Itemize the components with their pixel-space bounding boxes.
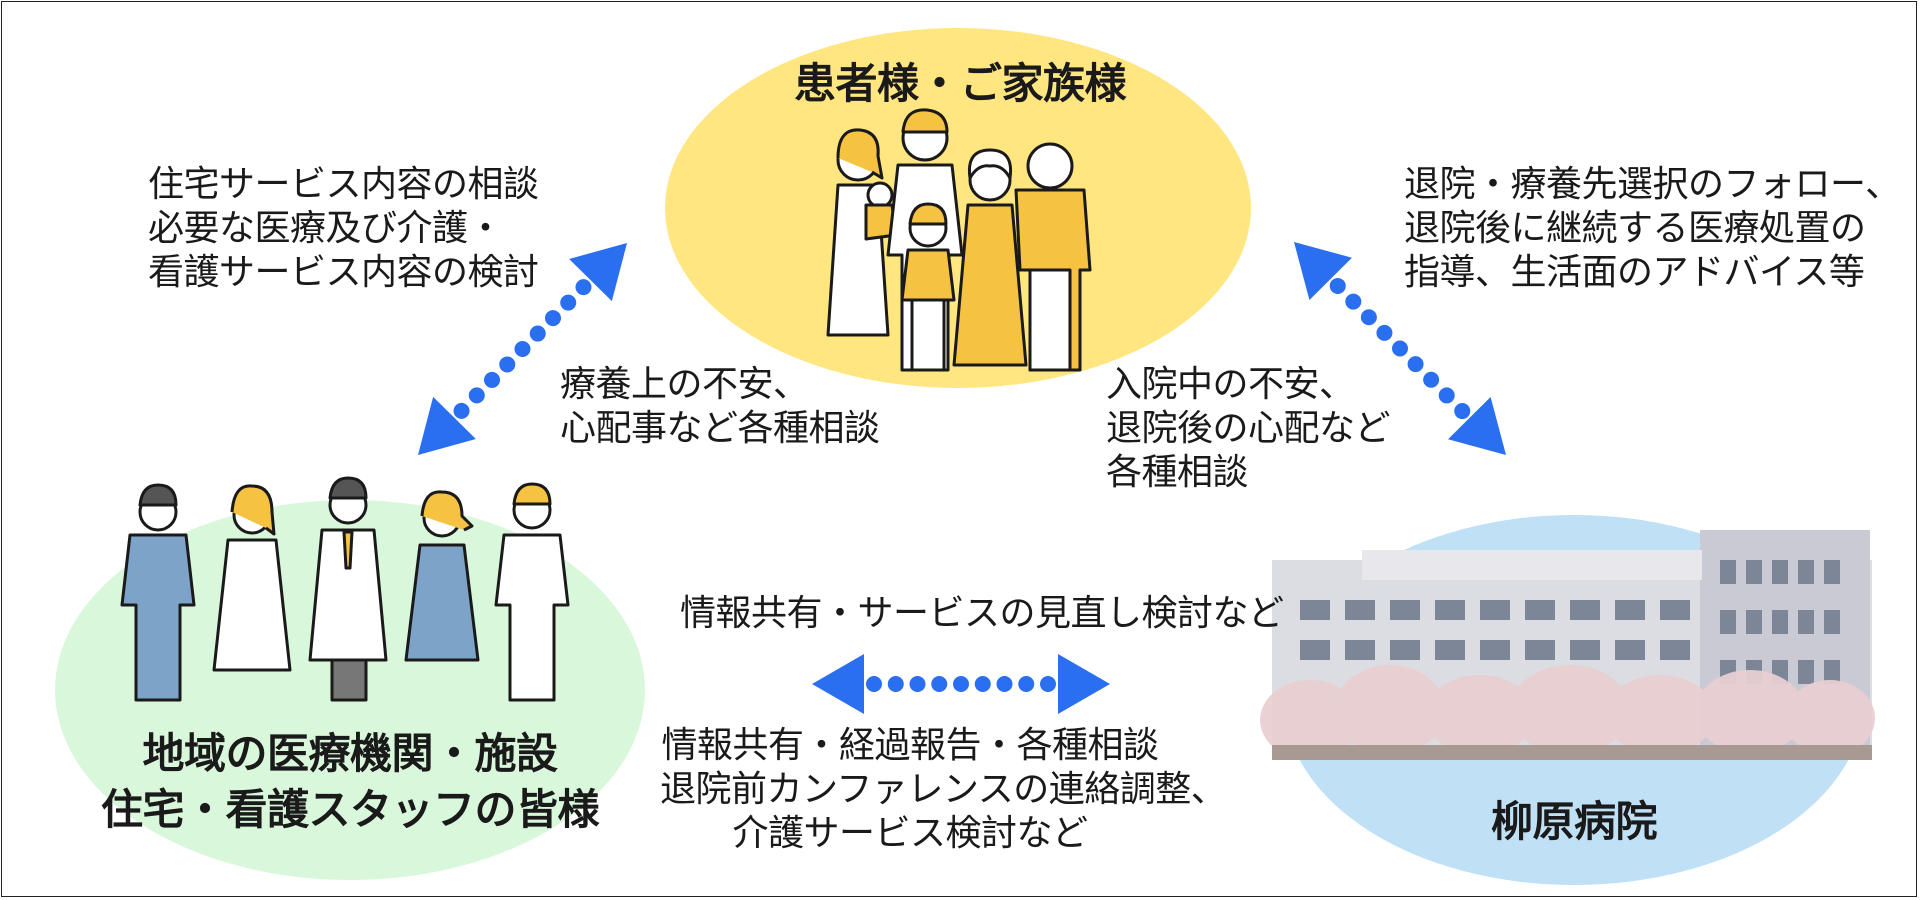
inner-right-line-3: 各種相談 <box>1106 452 1249 493</box>
arrow-dot <box>887 676 904 692</box>
community-title: 地域の医療機関・施設 住宅・看護スタッフの皆様 <box>80 726 620 838</box>
inner-right-line-2: 退院後の心配など <box>1106 408 1391 449</box>
arrow-dot <box>544 310 561 327</box>
bottom-bottom-line-2: 退院前カンファレンスの連絡調整、 <box>660 769 1227 810</box>
family-illustration-icon <box>826 108 1092 372</box>
community-title-line-1: 地域の医療機関・施設 <box>142 729 558 778</box>
arrow-patients-hospital-icon <box>1294 242 1506 455</box>
inner-left-line-2: 心配事など各種相談 <box>560 408 880 449</box>
arrow-dot <box>575 279 592 296</box>
arrow-head <box>1448 396 1506 455</box>
top-left-line-2: 必要な医療及び介護・ <box>148 208 504 249</box>
inner-right-label: 入院中の不安、 退院後の心配など 各種相談 <box>1106 363 1391 495</box>
arrow-dot <box>1360 309 1377 326</box>
top-left-line-1: 住宅サービス内容の相談 <box>148 164 539 205</box>
arrow-community-hospital-icon <box>812 654 1110 714</box>
community-title-line-2: 住宅・看護スタッフの皆様 <box>100 785 600 834</box>
inner-left-label: 療養上の不安、 心配事など各種相談 <box>560 363 880 451</box>
hospital-building-photo-icon <box>1260 530 1875 760</box>
arrow-dot <box>1392 340 1408 357</box>
arrow-dot <box>1376 324 1393 341</box>
arrow-dot <box>866 676 882 692</box>
top-right-line-3: 指導、生活面のアドバイス等 <box>1404 252 1865 293</box>
arrow-dot <box>1438 387 1455 404</box>
arrow-head <box>418 396 476 455</box>
arrow-dot <box>996 676 1013 692</box>
top-right-line-1: 退院・療養先選択のフォロー、 <box>1404 164 1901 205</box>
arrow-patients-community-icon <box>418 243 627 455</box>
arrow-dot <box>1454 403 1471 420</box>
bottom-bottom-line-1: 情報共有・経過報告・各種相談 <box>661 725 1159 766</box>
inner-right-line-1: 入院中の不安、 <box>1106 364 1355 405</box>
arrow-dot <box>1345 293 1362 310</box>
top-left-label: 住宅サービス内容の相談 必要な医療及び介護・ 看護サービス内容の検討 <box>148 163 539 295</box>
arrow-dot <box>514 341 531 357</box>
arrow-head <box>1294 242 1352 301</box>
arrow-dot <box>1329 277 1346 294</box>
arrow-dot <box>468 387 485 404</box>
bottom-bottom-label: 情報共有・経過報告・各種相談 退院前カンファレンスの連絡調整、 介護サービス検討… <box>660 724 1227 856</box>
inner-left-line-1: 療養上の不安、 <box>560 364 809 405</box>
arrow-dot <box>1407 356 1424 373</box>
arrow-dot <box>931 676 948 692</box>
bottom-top-label: 情報共有・サービスの見直し検討など <box>680 593 1284 634</box>
arrow-head <box>812 654 864 714</box>
arrow-dot <box>953 676 969 692</box>
arrow-dot <box>1423 371 1440 388</box>
bottom-bottom-line-3: 介護サービス検討など <box>732 813 1088 854</box>
arrow-dot <box>484 371 501 388</box>
arrow-dot <box>974 676 991 692</box>
top-left-line-3: 看護サービス内容の検討 <box>148 252 539 293</box>
arrow-dot <box>909 676 926 692</box>
patients-title: 患者様・ご家族様 <box>793 59 1127 108</box>
hospital-title: 柳原病院 <box>1490 797 1658 846</box>
top-right-label: 退院・療養先選択のフォロー、 退院後に継続する医療処置の 指導、生活面のアドバイ… <box>1404 163 1901 295</box>
medical-staff-illustration-icon <box>120 476 570 702</box>
top-right-line-2: 退院後に継続する医療処置の <box>1404 208 1866 249</box>
arrow-dot <box>1040 676 1056 692</box>
arrow-dot <box>1018 676 1035 692</box>
arrow-dot <box>560 294 577 311</box>
arrow-head <box>569 243 627 302</box>
arrow-head <box>1058 654 1110 714</box>
arrow-dot <box>529 325 546 342</box>
arrow-dot <box>453 402 470 419</box>
arrow-dot <box>499 356 516 373</box>
